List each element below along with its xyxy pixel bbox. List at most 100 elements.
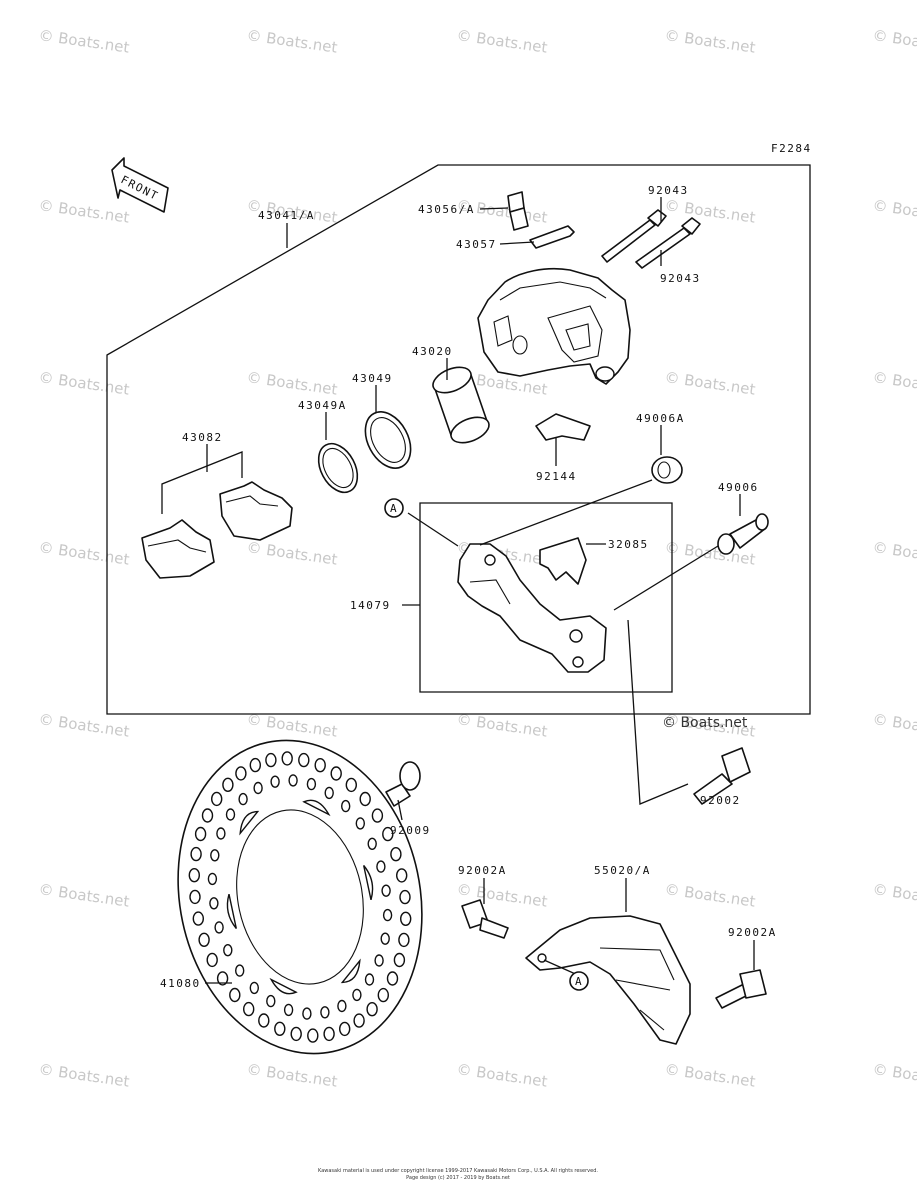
bracket-pad-spring bbox=[539, 537, 587, 585]
disc-hole bbox=[359, 791, 371, 807]
disc-hole bbox=[216, 971, 229, 986]
disc-hole bbox=[223, 944, 233, 957]
watermark-text: © Boats.net bbox=[37, 710, 130, 741]
watermark-text: © Boats.net bbox=[37, 368, 130, 399]
bleeder-valve bbox=[507, 191, 529, 231]
part-label: 43020 bbox=[412, 345, 453, 358]
guard-bolt-left bbox=[461, 899, 509, 939]
disc-hole bbox=[214, 921, 224, 934]
part-label: 49006 bbox=[718, 481, 759, 494]
disc-hole bbox=[324, 786, 334, 800]
disc-hole bbox=[371, 808, 384, 823]
watermark-text: © Boats.net bbox=[245, 538, 338, 569]
callout-a-top-label: A bbox=[390, 502, 398, 515]
disc-hole bbox=[393, 952, 406, 968]
disc-hole bbox=[206, 952, 218, 968]
disc-hole bbox=[376, 860, 386, 873]
watermark-text: © Boats.net bbox=[871, 710, 917, 741]
part-label: 43056/A bbox=[418, 203, 475, 216]
brake-pads bbox=[141, 481, 293, 579]
disc-hole bbox=[306, 777, 317, 791]
disc-hole bbox=[270, 775, 280, 788]
watermark-text: © Boats.net bbox=[663, 1060, 756, 1091]
bracket-subassembly-box bbox=[419, 502, 673, 693]
disc-hole bbox=[400, 911, 412, 926]
disc-hole bbox=[330, 766, 342, 781]
part-label: 43082 bbox=[182, 431, 223, 444]
disc-hole bbox=[210, 791, 223, 807]
part-label: 55020/A bbox=[594, 864, 651, 877]
disc-hole bbox=[225, 808, 236, 821]
disc-hole bbox=[216, 827, 226, 840]
part-label: 49006A bbox=[636, 412, 685, 425]
disc-hole bbox=[188, 868, 201, 883]
disc-hole bbox=[320, 1006, 330, 1019]
part-label: 43049 bbox=[352, 372, 393, 385]
disc-hole bbox=[249, 981, 260, 995]
watermark-text: © Boats.net bbox=[871, 26, 917, 57]
disc-hole bbox=[382, 908, 393, 922]
disc-hole bbox=[323, 1026, 335, 1042]
disc-hole bbox=[234, 964, 245, 977]
watermark-text: © Boats.net bbox=[455, 710, 548, 741]
part-label: 43041/A bbox=[258, 209, 315, 222]
disc-slot bbox=[269, 977, 298, 995]
disc-hole bbox=[381, 884, 391, 897]
disc-hole bbox=[345, 777, 357, 793]
watermark-text: © Boats.net bbox=[37, 538, 130, 569]
disc-hole bbox=[353, 1013, 365, 1028]
piston-seal bbox=[364, 411, 412, 469]
disc-hole bbox=[288, 774, 298, 787]
disc-hole bbox=[253, 781, 263, 795]
watermark-text: © Boats.net bbox=[871, 368, 917, 399]
disc-hole bbox=[198, 932, 210, 947]
piston bbox=[432, 366, 490, 444]
part-label: 43049A bbox=[298, 399, 347, 412]
disc-hole bbox=[341, 799, 351, 813]
disc-hole bbox=[382, 826, 394, 842]
watermark-text: © Boats.net bbox=[663, 196, 756, 227]
part-label: 92009 bbox=[390, 824, 431, 837]
disc-hole bbox=[281, 751, 293, 766]
disc-slot bbox=[340, 958, 361, 984]
watermark-text: © Boats.net bbox=[37, 880, 130, 911]
disc-hole bbox=[337, 999, 347, 1013]
watermark-text: © Boats.net bbox=[663, 880, 756, 911]
callout-a-top: A bbox=[384, 498, 404, 518]
disc-slot bbox=[302, 799, 331, 817]
disc-hole bbox=[258, 1013, 270, 1028]
watermark-text: © Boats.net bbox=[37, 196, 130, 227]
bracket-bolt bbox=[693, 747, 751, 805]
watermark-text: © Boats.net bbox=[37, 1060, 130, 1091]
disc-hole bbox=[314, 758, 326, 773]
disc-hole bbox=[242, 1001, 255, 1017]
disc-hole bbox=[377, 987, 389, 1003]
caliper-body bbox=[477, 267, 631, 385]
disc-hole bbox=[399, 889, 411, 905]
guard-bolt-right bbox=[715, 969, 767, 1009]
boot bbox=[651, 456, 683, 484]
disc-hole bbox=[238, 792, 248, 806]
watermark-text: © Boats.net bbox=[663, 368, 756, 399]
disc-hole bbox=[190, 846, 202, 862]
disc-hole bbox=[194, 826, 207, 842]
disc-hole bbox=[210, 849, 220, 862]
disc-hole bbox=[229, 987, 241, 1003]
part-label: 92002A bbox=[458, 864, 507, 877]
figure-code: F2284 bbox=[771, 142, 812, 155]
part-label: 14079 bbox=[350, 599, 391, 612]
watermark-inline: © Boats.net bbox=[662, 715, 748, 731]
disc-hole bbox=[290, 1026, 302, 1042]
watermark-text: © Boats.net bbox=[455, 1060, 548, 1091]
leader-lines bbox=[161, 197, 755, 984]
part-label: 43057 bbox=[456, 238, 497, 251]
disc-hole bbox=[298, 752, 310, 768]
front-arrow-icon: FRONT bbox=[111, 157, 169, 213]
part-label: 92002 bbox=[700, 794, 741, 807]
watermark-text: © Boats.net bbox=[245, 26, 338, 57]
disc-hole bbox=[209, 897, 219, 910]
pad-spring bbox=[529, 225, 575, 249]
part-label: 32085 bbox=[608, 538, 649, 551]
disc-hole bbox=[374, 954, 384, 967]
part-label: 92043 bbox=[660, 272, 701, 285]
